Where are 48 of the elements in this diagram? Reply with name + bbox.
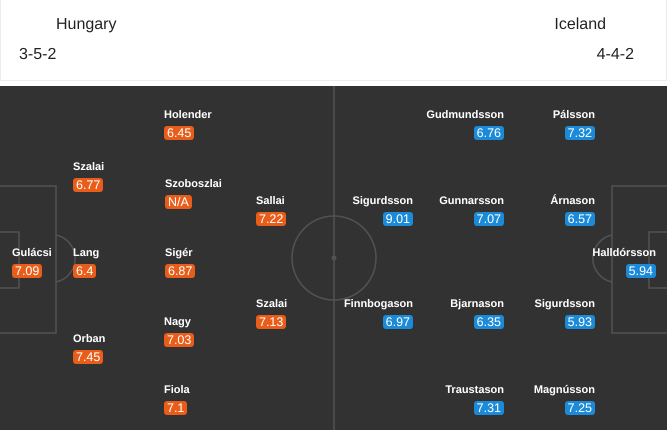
rating-badge: 6.45 [164, 126, 194, 140]
rating-badge: 6.57 [564, 212, 595, 226]
rating-badge: 7.1 [164, 401, 188, 415]
rating-badge: 6.77 [73, 178, 104, 192]
rating-badge: N/A [165, 195, 192, 209]
player-name: Szoboszlai [165, 177, 222, 191]
player-name: Sigurdsson [534, 297, 595, 311]
player-name: Gulácsi [12, 246, 52, 260]
rating-badge: 7.45 [73, 350, 104, 364]
rating-badge: 9.01 [382, 212, 413, 226]
team-name: Iceland [554, 16, 606, 34]
player-name: Szalai [256, 297, 288, 311]
rating-badge: 5.93 [564, 315, 595, 329]
formation: 4-4-2 [596, 46, 634, 64]
rating-badge: 6.35 [474, 315, 504, 329]
rating-badge: 7.22 [256, 212, 286, 226]
player-name: Fiola [164, 383, 190, 397]
rating-badge: 6.97 [382, 315, 413, 329]
rating-badge: 7.13 [256, 315, 286, 329]
player-name: Holender [164, 108, 212, 122]
formation: 3-5-2 [19, 46, 56, 64]
player-name: Sigurdsson [352, 194, 413, 208]
rating-badge: 6.87 [165, 264, 196, 278]
rating-badge: 6.76 [474, 126, 504, 140]
player-name: Gudmundsson [426, 108, 504, 122]
rating-badge: 7.31 [474, 401, 504, 415]
rating-badge: 6.4 [73, 264, 96, 278]
rating-badge: 5.94 [626, 264, 656, 278]
team-name: Hungary [56, 16, 116, 34]
player-name: Sigér [165, 246, 193, 260]
player-name: Szalai [73, 160, 104, 174]
rating-badge: 7.07 [474, 212, 504, 226]
player-name: Traustason [445, 383, 504, 397]
player-name: Gunnarsson [439, 194, 504, 208]
player-name: Orban [73, 332, 106, 346]
player-name: Lang [73, 246, 100, 260]
player-name: Nagy [164, 315, 191, 329]
player-name: Halldórsson [592, 246, 656, 260]
rating-badge: 7.25 [564, 401, 595, 415]
rating-badge: 7.32 [564, 126, 595, 140]
player-name: Magnússon [534, 383, 595, 397]
player-name: Finnbogason [344, 297, 413, 311]
rating-badge: 7.09 [12, 264, 42, 278]
player-name: Bjarnason [450, 297, 504, 311]
player-name: Árnason [550, 194, 595, 208]
player-name: Sallai [256, 194, 285, 208]
rating-badge: 7.03 [164, 333, 194, 347]
player-name: Pálsson [552, 108, 595, 122]
